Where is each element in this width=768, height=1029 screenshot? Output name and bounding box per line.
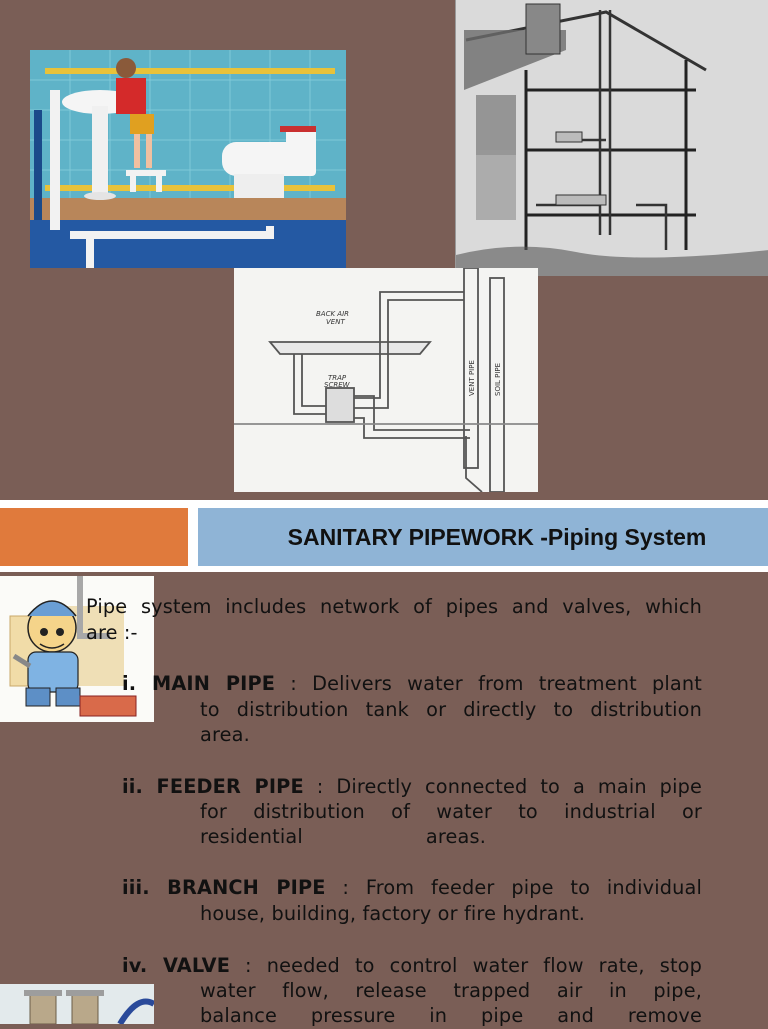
list-item-text: residential areas. <box>200 825 486 848</box>
list-item-text: house, building, factory or fire hydrant… <box>200 902 586 925</box>
intro-line-2: are :- <box>86 621 138 644</box>
back-air-vent-label-2: VENT <box>326 318 345 326</box>
list-item-text: water flow, release trapped air in pipe, <box>200 979 702 1002</box>
house-section-sketch <box>455 0 768 276</box>
list-item-text: for distribution of water to industrial … <box>200 800 702 823</box>
list-item-text: area. <box>200 723 250 746</box>
intro-line-1: Pipe system includes network of pipes an… <box>86 595 702 618</box>
trap-screw-label-2: SCREW <box>324 381 351 389</box>
sink-trap-vent-diagram: BACK AIR VENT TRAP SCREW VENT PIPE SOIL … <box>234 268 538 492</box>
item-label: iv. VALVE <box>122 954 231 977</box>
list-item-branch-pipe: iii. BRANCH PIPE : From feeder pipe to i… <box>122 876 702 899</box>
back-air-vent-label: BACK AIR <box>316 310 349 318</box>
title-bar: SANITARY PIPEWORK -Piping System <box>198 508 768 566</box>
trap-screw-label: TRAP <box>328 374 347 382</box>
list-item-text: to distribution tank or directly to dist… <box>200 698 702 721</box>
page-title: SANITARY PIPEWORK -Piping System <box>287 523 707 550</box>
vent-pipe-label: VENT PIPE <box>468 360 476 396</box>
list-item-text: balance pressure in pipe and remove <box>200 1004 702 1027</box>
list-item-valve: iv. VALVE : needed to control water flow… <box>122 954 702 977</box>
item-label: iii. BRANCH PIPE <box>122 876 326 899</box>
soil-pipe-label: SOIL PIPE <box>494 363 502 396</box>
item-label: i. MAIN PIPE <box>122 672 276 695</box>
title-accent-block <box>0 508 188 566</box>
plumber-cartoon <box>0 576 154 722</box>
item-label: ii. FEEDER PIPE <box>122 775 304 798</box>
list-item-main-pipe: i. MAIN PIPE : Delivers water from treat… <box>122 672 702 695</box>
bathroom-plumbing-photo <box>30 50 346 268</box>
valves-photo <box>0 984 154 1024</box>
list-item-feeder-pipe: ii. FEEDER PIPE : Directly connected to … <box>122 775 702 798</box>
